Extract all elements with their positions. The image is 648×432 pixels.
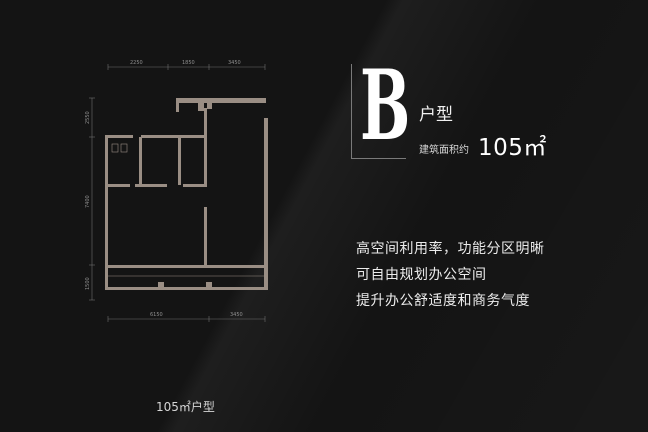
dim-left-1: 2550 <box>85 111 91 124</box>
feature-item: 提升办公舒适度和商务气度 <box>356 293 530 309</box>
wall-details <box>108 118 267 290</box>
walls <box>105 98 268 290</box>
feature-item: 高空间利用率，功能分区明晰 <box>356 241 545 257</box>
dim-bottom-1: 6150 <box>150 312 163 318</box>
area-value: 105㎡ <box>478 135 547 161</box>
area-label: 建筑面积约 <box>419 145 469 156</box>
title-frame <box>351 64 406 159</box>
dim-top-2: 1850 <box>182 60 195 66</box>
dim-top-1: 2250 <box>130 60 143 66</box>
dim-bottom-2: 3450 <box>230 312 243 318</box>
feature-list: 高空间利用率，功能分区明晰 可自由规划办公空间 提升办公舒适度和商务气度 <box>356 236 606 314</box>
unit-letter: B <box>360 49 411 162</box>
dim-left-3: 1500 <box>85 277 91 290</box>
bottom-dimension-line <box>107 316 266 322</box>
top-dimension-line <box>107 64 266 70</box>
dim-top-3: 3450 <box>228 60 241 66</box>
dim-left-2: 7400 <box>85 195 91 208</box>
unit-type-label: 户型 <box>419 105 453 125</box>
left-dimension-line <box>89 97 95 301</box>
plan-caption: 105㎡户型 <box>156 400 215 414</box>
feature-item: 可自由规划办公空间 <box>356 267 487 283</box>
